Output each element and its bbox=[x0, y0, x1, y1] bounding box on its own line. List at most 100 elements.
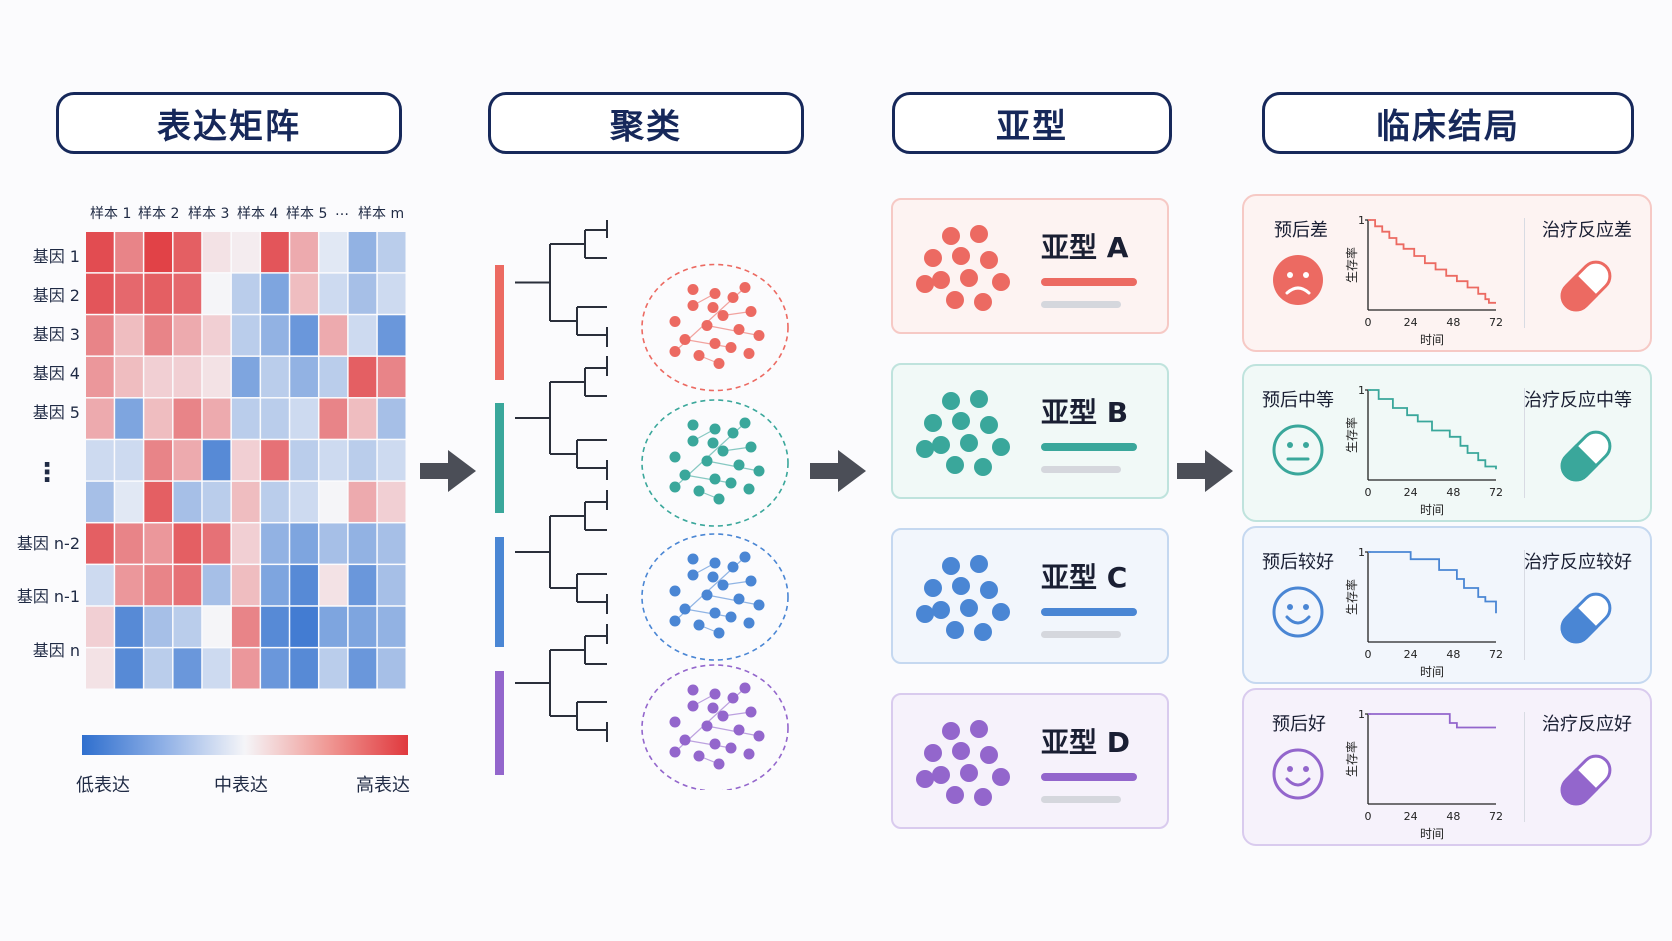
heatmap-cell bbox=[290, 606, 318, 647]
subtype-dot bbox=[916, 605, 934, 623]
subtype-bar-secondary bbox=[1041, 466, 1121, 473]
cluster-point bbox=[709, 607, 721, 619]
km-x-label: 时间 bbox=[1420, 827, 1444, 841]
subtype-dot bbox=[980, 416, 998, 434]
cluster-point bbox=[753, 730, 765, 742]
subtype-dot bbox=[942, 722, 960, 740]
prognosis-label: 预后较好 bbox=[1262, 552, 1334, 573]
cluster-point bbox=[669, 585, 681, 597]
heatmap-cell bbox=[173, 315, 202, 356]
divider bbox=[1524, 388, 1525, 498]
sample-label-4: 样本 4 bbox=[237, 206, 279, 222]
heatmap-cell bbox=[319, 356, 348, 398]
subtype-dot bbox=[946, 621, 964, 639]
heatmap-cell bbox=[261, 232, 289, 273]
heatmap-cell bbox=[377, 273, 406, 314]
subtype-dot bbox=[932, 436, 950, 454]
cluster-outline bbox=[641, 399, 789, 527]
heatmap-cell bbox=[290, 648, 318, 689]
cluster-link bbox=[674, 287, 746, 352]
heatmap-cell bbox=[377, 481, 406, 522]
cluster-point bbox=[745, 575, 757, 587]
km-x-tick: 48 bbox=[1446, 316, 1460, 329]
subtype-title: 亚型 C bbox=[1041, 561, 1128, 594]
heatmap-cell bbox=[202, 648, 231, 689]
km-x-tick: 0 bbox=[1365, 316, 1372, 329]
sample-label-ellipsis: … bbox=[335, 203, 349, 219]
cluster-point bbox=[687, 684, 699, 696]
subtype-dot bbox=[980, 581, 998, 599]
cluster-point bbox=[717, 710, 729, 722]
cluster-point bbox=[687, 700, 699, 712]
heatmap-cell bbox=[319, 481, 348, 522]
cluster-point bbox=[733, 459, 745, 471]
cluster-point bbox=[679, 734, 691, 746]
subtype-dot bbox=[916, 275, 934, 293]
heatmap-cell bbox=[348, 440, 377, 481]
heatmap-cell bbox=[86, 565, 114, 606]
face-outline bbox=[1272, 424, 1324, 476]
km-x-tick: 48 bbox=[1446, 810, 1460, 823]
subtype-dots-icon bbox=[916, 390, 1010, 476]
face-eye bbox=[1287, 766, 1293, 772]
face-mouth bbox=[1285, 615, 1311, 625]
heatmap-cell bbox=[348, 232, 377, 273]
heatmap-cell bbox=[86, 606, 114, 647]
cluster-point bbox=[713, 627, 725, 639]
face-mouth bbox=[1285, 286, 1311, 295]
subtype-bar-secondary bbox=[1041, 796, 1121, 803]
subtype-dot bbox=[970, 720, 988, 738]
response-label: 治疗反应较好 bbox=[1524, 552, 1632, 573]
cluster-point bbox=[709, 738, 721, 750]
cluster-point bbox=[709, 557, 721, 569]
cluster-point bbox=[725, 742, 737, 754]
cluster-link bbox=[706, 460, 760, 472]
km-x-tick: 72 bbox=[1489, 486, 1503, 499]
heatmap-cell bbox=[144, 398, 173, 439]
km-survival-curve bbox=[1368, 219, 1496, 304]
km-y-label: 生存率 bbox=[1344, 741, 1359, 777]
cluster-point bbox=[707, 437, 719, 449]
header-clinical-outcome: 临床结局 bbox=[1262, 92, 1634, 154]
cluster-color-bar bbox=[495, 403, 504, 513]
heatmap-cell bbox=[261, 606, 289, 647]
heatmap-cell bbox=[377, 440, 406, 481]
heatmap-cell bbox=[319, 315, 348, 356]
cluster-point bbox=[707, 571, 719, 583]
cluster-point bbox=[743, 617, 755, 629]
km-y-label: 生存率 bbox=[1344, 247, 1359, 283]
subtype-title: 亚型 A bbox=[1041, 231, 1129, 264]
cluster-point bbox=[743, 483, 755, 495]
subtype-dot bbox=[974, 458, 992, 476]
cluster-point bbox=[701, 720, 713, 732]
heatmap-cell bbox=[144, 481, 173, 522]
km-y-label: 生存率 bbox=[1344, 579, 1359, 615]
cluster-point bbox=[669, 716, 681, 728]
cluster-point bbox=[701, 320, 713, 331]
header-expression-matrix: 表达矩阵 bbox=[56, 92, 402, 154]
subtype-dot bbox=[970, 225, 988, 243]
cluster-point bbox=[713, 758, 725, 770]
heatmap-cell bbox=[319, 273, 348, 314]
pill-body bbox=[1560, 260, 1612, 312]
heatmap-cell bbox=[173, 440, 202, 481]
heatmap-cell bbox=[144, 232, 173, 273]
subtype-dot bbox=[960, 764, 978, 782]
cluster-point bbox=[753, 599, 765, 611]
heatmap-cell bbox=[290, 481, 318, 522]
km-x-tick: 0 bbox=[1365, 486, 1372, 499]
cluster-point bbox=[687, 284, 699, 295]
heatmap-cell bbox=[202, 565, 231, 606]
face-outline bbox=[1273, 255, 1323, 305]
pill-body bbox=[1560, 430, 1612, 482]
subtype-dot bbox=[942, 557, 960, 575]
heatmap-cell bbox=[202, 481, 231, 522]
cluster-link bbox=[674, 687, 746, 753]
heatmap-cell bbox=[115, 398, 143, 439]
header-clustering: 聚类 bbox=[488, 92, 804, 154]
divider bbox=[1524, 550, 1525, 660]
subtype-dot bbox=[970, 555, 988, 573]
sad-face-icon bbox=[1273, 255, 1323, 305]
